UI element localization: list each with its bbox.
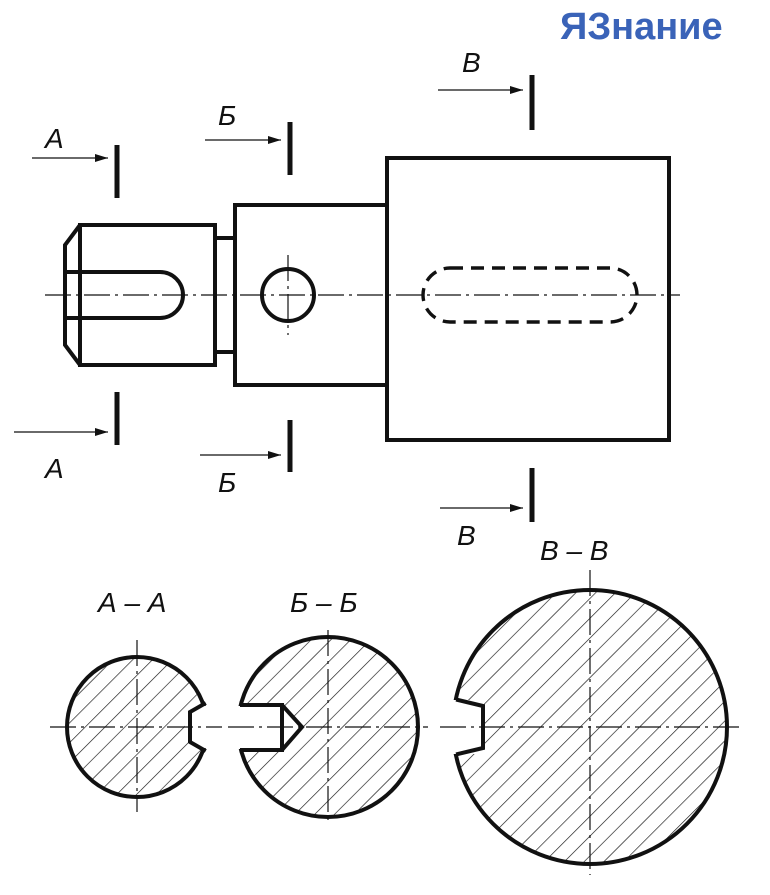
label-v-bottom: В <box>457 520 476 551</box>
cutting-plane-b: Б Б <box>200 100 293 498</box>
shaft-main-view <box>45 156 680 442</box>
section-v-title: В – В <box>540 535 608 566</box>
section-b-hole <box>240 703 305 752</box>
label-a-bottom: А <box>43 453 64 484</box>
shaft-large-section <box>385 156 671 442</box>
cutting-plane-v: В В <box>438 47 535 551</box>
section-b-b: Б – Б <box>228 587 428 825</box>
end-slot <box>63 270 185 320</box>
label-a-top: А <box>43 123 64 154</box>
label-v-top: В <box>462 47 481 78</box>
section-a-a: А – А <box>50 587 225 812</box>
label-b-top: Б <box>218 100 236 131</box>
watermark-logo: ЯЗнание <box>560 6 723 48</box>
section-a-title: А – А <box>96 587 166 618</box>
cutting-plane-a: А А <box>14 123 120 484</box>
label-b-bottom: Б <box>218 467 236 498</box>
section-b-title: Б – Б <box>290 587 358 618</box>
section-v-v: В – В <box>440 535 742 875</box>
